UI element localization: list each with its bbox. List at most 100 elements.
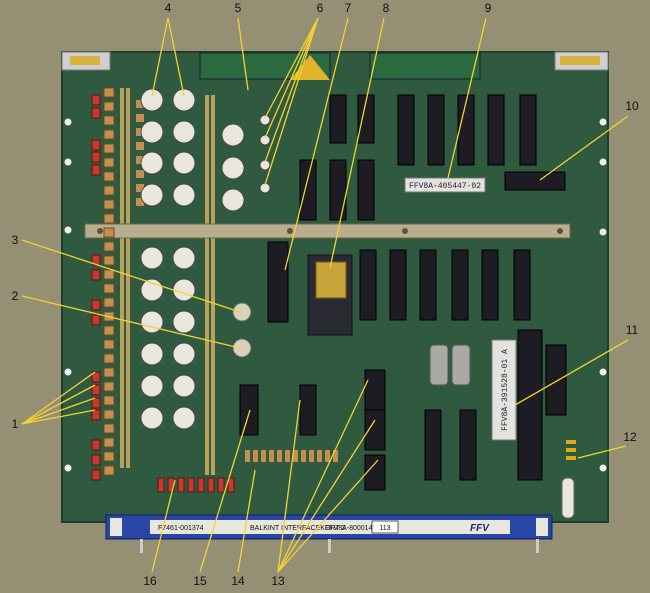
dip-chip [504, 171, 566, 191]
bottom-resistor [197, 477, 205, 493]
callout-leader [237, 469, 256, 573]
callout-11: 11 [626, 323, 639, 337]
red-resistor [91, 151, 101, 163]
dip-chip [519, 94, 537, 166]
left-edge-components [91, 87, 144, 481]
dip-chip [459, 409, 477, 481]
silver-capacitors [429, 344, 471, 386]
edge-part-text: FFV8A-800014-02 [325, 525, 383, 532]
bottom-capacitor [293, 450, 298, 462]
dip-chip [364, 454, 386, 491]
callout-leader [21, 371, 96, 425]
small-can [259, 134, 271, 146]
red-resistor [91, 397, 101, 409]
bottom-resistor-row [157, 450, 338, 493]
to-can [221, 156, 245, 180]
tantalum-capacitor [103, 143, 115, 154]
tantalum-capacitor [103, 395, 115, 406]
tantalum-capacitor [103, 255, 115, 266]
dip-chip [357, 94, 375, 144]
tantalum-capacitor [103, 171, 115, 182]
sticker-9-text: FFV8A-405447-02 [409, 182, 481, 191]
bus-traces [120, 88, 215, 475]
to-can [140, 120, 164, 144]
dip-chip [359, 249, 377, 321]
dip-chip [299, 159, 317, 221]
tantalum-capacitor [136, 142, 144, 150]
tantalum-capacitor [103, 87, 115, 98]
callout-10: 10 [625, 99, 639, 113]
callout-leader [264, 17, 319, 163]
callout-leader [277, 419, 376, 573]
to-can [172, 278, 196, 302]
bottom-resistor [157, 477, 165, 493]
dip-chip [239, 384, 259, 436]
callout-leader [277, 379, 369, 573]
callout-leader [284, 17, 349, 271]
callout-leader [264, 17, 319, 186]
red-resistor [91, 384, 101, 396]
ffv-logo: FFV [470, 523, 490, 534]
tantalum-capacitor [103, 157, 115, 168]
dip-chip [389, 249, 407, 321]
callout-leader [264, 17, 319, 119]
to-can [172, 151, 196, 175]
callout-1: 1 [12, 417, 19, 431]
tantalum-capacitor [103, 269, 115, 280]
dip-chip [397, 94, 415, 166]
tantalum-capacitor [103, 409, 115, 420]
tantalum-capacitor [103, 381, 115, 392]
red-resistor [91, 371, 101, 383]
to-can-components [140, 88, 271, 430]
ceramic-chip [307, 254, 353, 336]
tantalum-capacitor [103, 115, 115, 126]
dip-chip [451, 249, 469, 321]
callout-3: 3 [12, 233, 19, 247]
bottom-resistor [177, 477, 185, 493]
callout-leader [151, 479, 176, 573]
bottom-capacitor [277, 450, 282, 462]
to-can [140, 374, 164, 398]
dip-chip [481, 249, 499, 321]
tantalum-capacitor [103, 283, 115, 294]
bottom-capacitor [285, 450, 290, 462]
to-can [140, 88, 164, 112]
tantalum-capacitor [136, 100, 144, 108]
tantalum-capacitor [136, 198, 144, 206]
bottom-capacitor [309, 450, 314, 462]
callout-leader [151, 17, 169, 97]
small-capacitors [232, 302, 252, 358]
to-can [140, 183, 164, 207]
small-can [259, 159, 271, 171]
callout-leader [199, 409, 251, 573]
tantalum-capacitor [103, 437, 115, 448]
callout-16: 16 [143, 574, 157, 588]
dip-chip [364, 409, 386, 451]
bottom-resistor [207, 477, 215, 493]
to-can [221, 188, 245, 212]
callout-4: 4 [165, 1, 172, 15]
sticker-11: FFV8A-391528-01 A [491, 339, 517, 441]
dip-chip [457, 94, 475, 166]
tantalum-capacitor [103, 423, 115, 434]
tantalum-capacitor [103, 213, 115, 224]
dip-chip [424, 409, 442, 481]
to-can [172, 183, 196, 207]
bottom-capacitor [325, 450, 330, 462]
tantalum-capacitor [103, 297, 115, 308]
callout-leader [277, 459, 379, 573]
callout-leader [21, 295, 241, 349]
tantalum-capacitor [103, 241, 115, 252]
dip-chips [239, 94, 567, 491]
dip-chip [427, 94, 445, 166]
callout-leader [447, 17, 487, 179]
red-resistor [91, 299, 101, 311]
tantalum-capacitor [136, 156, 144, 164]
callout-leader [21, 239, 241, 313]
callout-13: 13 [271, 574, 285, 588]
tantalum-capacitor [103, 465, 115, 476]
right-edge-parts [561, 440, 576, 519]
callout-leader [21, 397, 96, 425]
callout-leader [167, 17, 185, 97]
